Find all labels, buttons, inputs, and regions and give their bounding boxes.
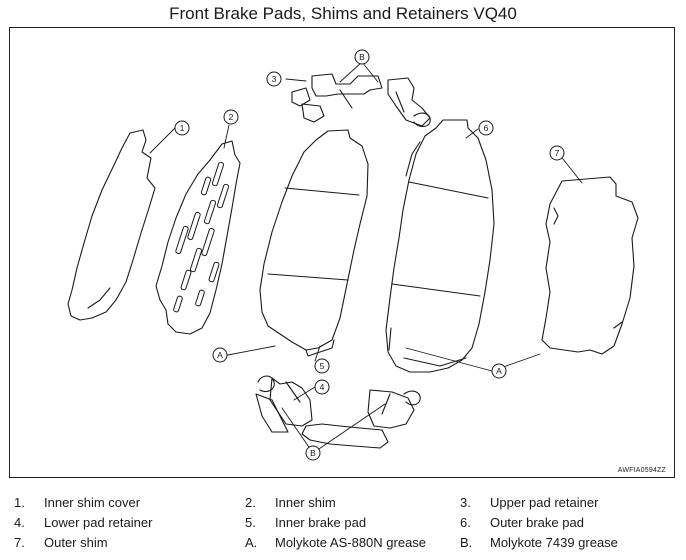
legend-key: 7. <box>14 535 25 550</box>
exploded-view-illustration: 1 2 3 4 5 6 7 <box>67 49 639 461</box>
svg-text:A: A <box>217 350 223 360</box>
legend-key: 1. <box>14 495 25 510</box>
callout-A-inner: A <box>212 347 228 363</box>
upper-pad-retainer-part <box>291 73 431 128</box>
legend-item-2: 2. Inner shim <box>245 495 336 510</box>
callout-7: 7 <box>549 145 565 161</box>
legend-text: Inner shim <box>275 495 336 510</box>
svg-text:5: 5 <box>320 361 325 371</box>
callout-2: 2 <box>223 109 239 125</box>
svg-text:7: 7 <box>555 148 560 158</box>
diagram-title: Front Brake Pads, Shims and Retainers VQ… <box>169 4 517 23</box>
legend-key: 2. <box>245 495 256 510</box>
legend-text: Inner brake pad <box>275 515 367 530</box>
callout-3: 3 <box>266 71 282 87</box>
legend-key: 5. <box>245 515 256 530</box>
legend-key: 3. <box>460 495 471 510</box>
callout-A-outer: A <box>491 363 507 379</box>
legend-item-4: 4. Lower pad retainer <box>14 515 152 530</box>
legend-item-A: A. Molykote AS-880N grease <box>245 535 426 550</box>
legend-item-1: 1. Inner shim cover <box>14 495 140 510</box>
svg-text:3: 3 <box>272 74 277 84</box>
inner-shim-cover-part <box>67 129 156 321</box>
svg-text:1: 1 <box>180 123 185 133</box>
figure-code: AWFIA0594ZZ <box>617 467 666 474</box>
legend-item-3: 3. Upper pad retainer <box>460 495 598 510</box>
legend-text: Molykote AS-880N grease <box>275 535 427 550</box>
inner-shim-part <box>155 140 241 335</box>
svg-text:6: 6 <box>484 123 489 133</box>
legend-text: Upper pad retainer <box>490 495 599 510</box>
svg-text:4: 4 <box>320 382 325 392</box>
legend-text: Outer shim <box>44 535 108 550</box>
legend-item-6: 6. Outer brake pad <box>460 515 584 530</box>
diagram-frame: 1 2 3 4 5 6 7 <box>9 27 675 478</box>
callout-B-upper: B <box>354 49 370 65</box>
legend-text: Inner shim cover <box>44 495 141 510</box>
callout-5: 5 <box>314 358 330 374</box>
legend-key: A. <box>245 535 258 550</box>
svg-text:B: B <box>359 52 365 62</box>
lower-pad-retainer-part <box>255 375 421 449</box>
legend-item-5: 5. Inner brake pad <box>245 515 366 530</box>
callout-1: 1 <box>174 120 190 136</box>
legend-key: 6. <box>460 515 471 530</box>
legend-key: 4. <box>14 515 25 530</box>
svg-text:A: A <box>496 366 502 376</box>
callout-6: 6 <box>478 120 494 136</box>
legend-item-B: B. Molykote 7439 grease <box>460 535 618 550</box>
callout-4: 4 <box>314 379 330 395</box>
legend-key: B. <box>460 535 473 550</box>
legend-text: Molykote 7439 grease <box>490 535 618 550</box>
outer-brake-pad-part <box>385 119 495 373</box>
inner-brake-pad-part <box>259 129 369 357</box>
legend-text: Lower pad retainer <box>44 515 153 530</box>
outer-shim-part <box>541 176 639 355</box>
svg-text:2: 2 <box>229 112 234 122</box>
callout-B-lower: B <box>305 445 321 461</box>
svg-text:B: B <box>310 448 316 458</box>
legend-item-7: 7. Outer shim <box>14 535 108 550</box>
legend-text: Outer brake pad <box>490 515 584 530</box>
